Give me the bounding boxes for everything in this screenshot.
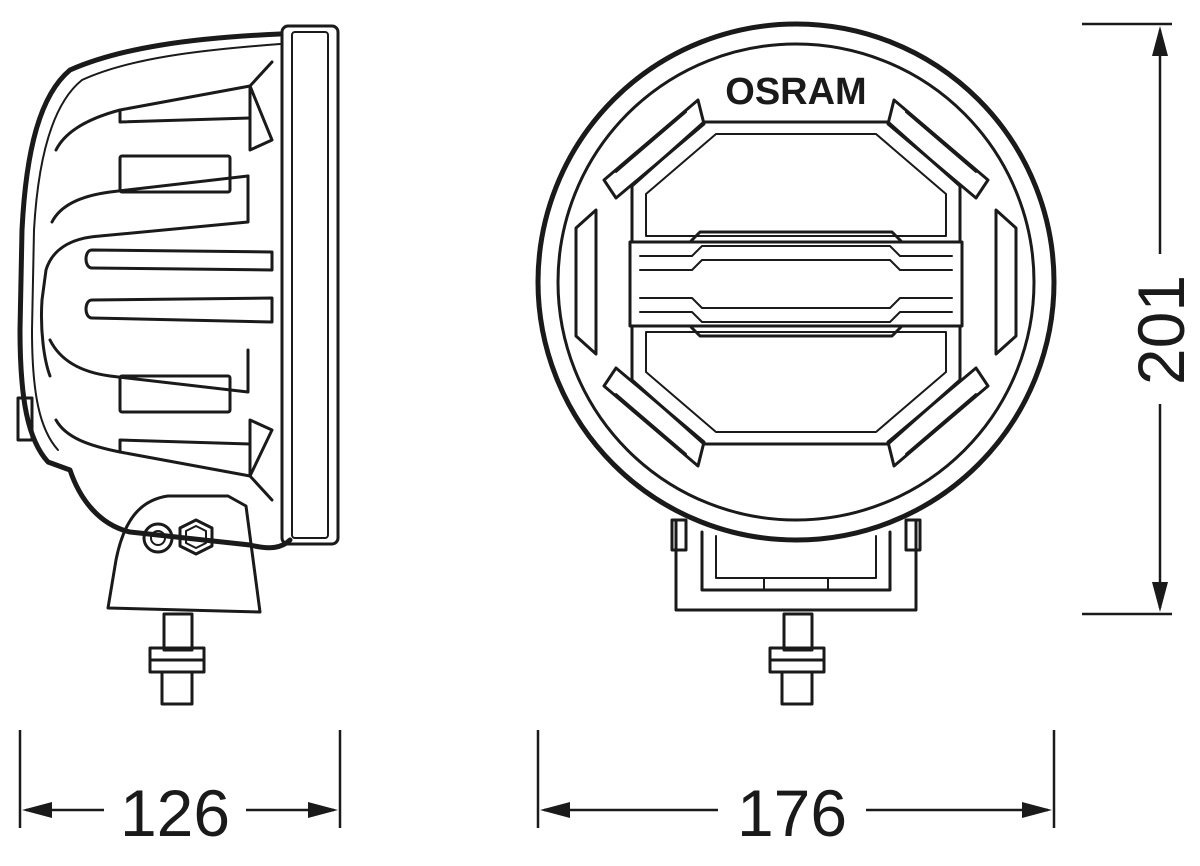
front-lens-lower <box>630 324 962 446</box>
front-corner-bottom-right <box>886 366 990 468</box>
side-fin-top <box>54 60 274 152</box>
side-rod-lower <box>84 296 274 324</box>
side-fin-upper-mid <box>40 174 250 378</box>
front-corner-bottom-left <box>602 366 706 468</box>
side-view: 126 <box>16 24 342 850</box>
side-fin-bottom <box>54 418 274 502</box>
side-bolt-icon <box>142 518 214 556</box>
front-stud <box>768 612 826 706</box>
dim-126 <box>18 730 342 828</box>
front-lens-upper <box>630 120 962 244</box>
dim-176 <box>536 730 1056 828</box>
front-bezel-inner <box>556 42 1036 522</box>
dim-126-label: 126 <box>120 776 230 850</box>
front-corner-top-left <box>602 98 706 200</box>
front-view: OSRAM <box>535 21 1057 850</box>
dim-176-label: 176 <box>737 776 847 850</box>
front-bezel-outer <box>535 21 1057 543</box>
side-bracket <box>106 494 262 614</box>
front-mount <box>674 520 918 612</box>
front-side-slit-left <box>574 208 598 356</box>
side-bezel-inner <box>291 31 329 539</box>
brand-logo: OSRAM <box>725 71 866 113</box>
front-drl-bar <box>628 230 964 338</box>
side-bezel <box>280 24 340 546</box>
side-fin-lower-mid <box>48 338 250 394</box>
front-corner-top-right <box>886 98 990 200</box>
front-side-slit-right <box>994 208 1018 356</box>
dim-201-label: 201 <box>1124 275 1198 385</box>
side-rod-upper <box>84 248 274 272</box>
dim-201 <box>1082 22 1172 616</box>
side-housing-outline <box>17 31 293 551</box>
side-stud <box>148 612 206 706</box>
